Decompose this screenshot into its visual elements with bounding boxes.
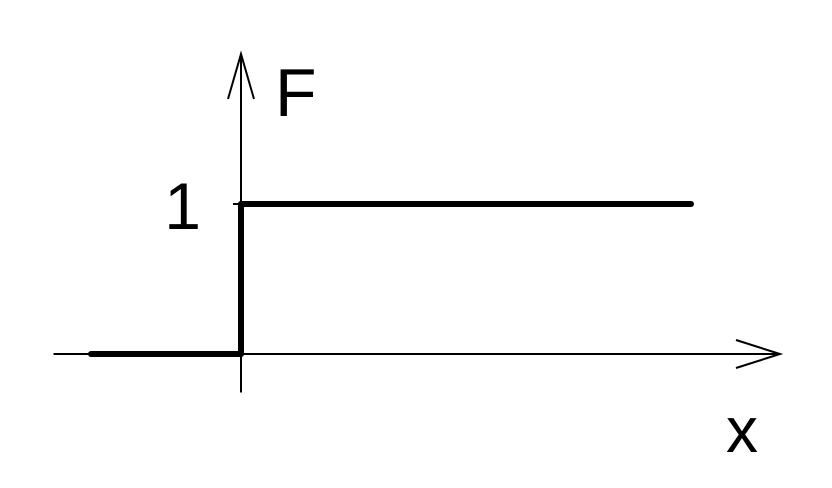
- y-axis-label: F: [275, 55, 317, 131]
- series-layer: [88, 201, 694, 357]
- x-axis-label: x: [726, 394, 758, 466]
- y-tick-label: 1: [164, 169, 201, 243]
- y-axis-arrowhead: [227, 50, 255, 100]
- x-axis-arrowhead: [735, 339, 784, 369]
